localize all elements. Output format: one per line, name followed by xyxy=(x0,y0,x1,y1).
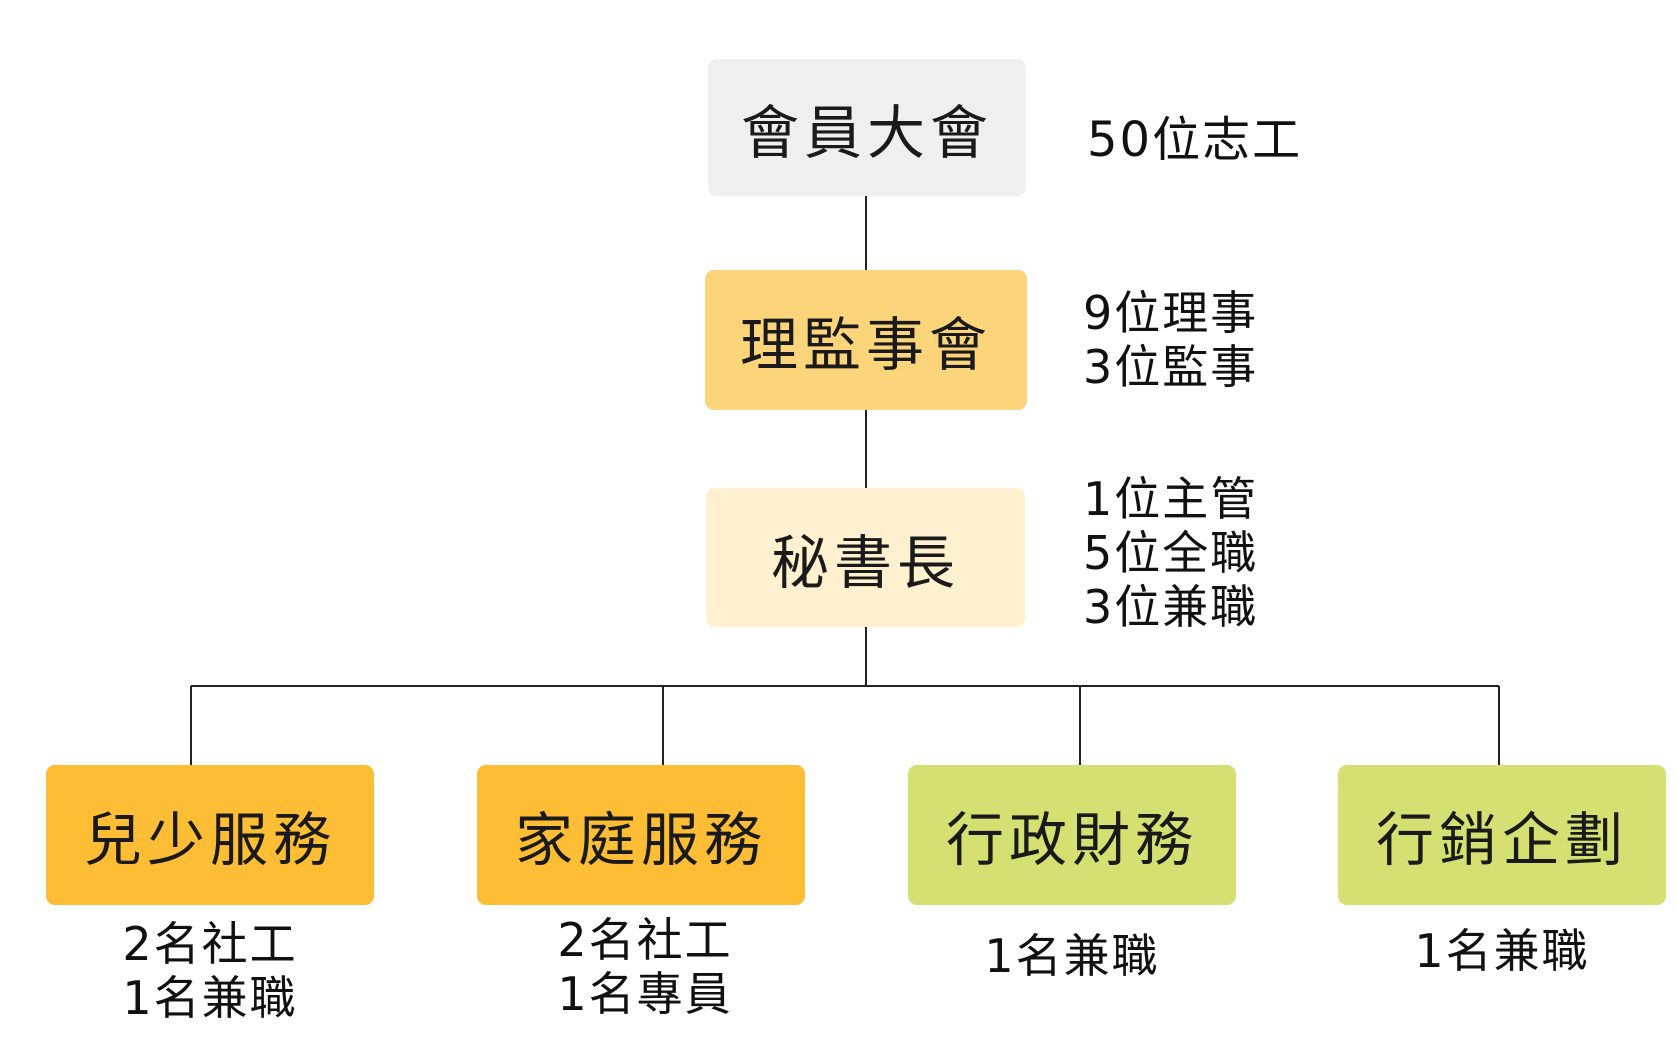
note-board: 9位理事 3位監事 xyxy=(1083,286,1258,394)
note-general-assembly: 50位志工 xyxy=(1087,113,1302,167)
node-dept-marketing: 行銷企劃 xyxy=(1338,765,1666,905)
node-board-label: 理監事會 xyxy=(739,311,992,379)
note-dept-child-youth: 2名社工 1名兼職 xyxy=(110,917,310,1025)
node-dept-label: 兒少服務 xyxy=(83,806,336,874)
node-dept-label: 行政財務 xyxy=(945,806,1198,874)
note-dept-marketing: 1名兼職 xyxy=(1402,924,1602,978)
note-line: 5位全職 xyxy=(1083,526,1259,580)
node-dept-family: 家庭服務 xyxy=(477,765,805,905)
note-line: 3位兼職 xyxy=(1083,580,1259,634)
node-dept-label: 行銷企劃 xyxy=(1375,806,1628,874)
node-secretary-general-label: 秘書長 xyxy=(770,528,960,597)
note-line: 1名專員 xyxy=(557,967,733,1021)
note-line: 2名社工 xyxy=(557,913,733,967)
note-dept-admin-finance: 1名兼職 xyxy=(972,929,1172,983)
note-line: 1位主管 xyxy=(1083,472,1259,526)
node-general-assembly-label: 會員大會 xyxy=(740,98,993,167)
note-line: 1名兼職 xyxy=(984,929,1160,983)
note-line: 3位監事 xyxy=(1083,340,1259,394)
node-general-assembly: 會員大會 xyxy=(708,59,1026,196)
note-line: 1名兼職 xyxy=(122,971,298,1025)
node-dept-admin-finance: 行政財務 xyxy=(908,765,1236,905)
node-board: 理監事會 xyxy=(705,270,1027,410)
note-line: 1名兼職 xyxy=(1414,924,1590,978)
note-line: 2名社工 xyxy=(122,917,298,971)
node-dept-label: 家庭服務 xyxy=(514,806,767,874)
note-dept-family: 2名社工 1名專員 xyxy=(545,913,745,1021)
note-secretary-general: 1位主管 5位全職 3位兼職 xyxy=(1083,472,1258,634)
node-secretary-general: 秘書長 xyxy=(706,488,1025,627)
note-line: 9位理事 xyxy=(1083,286,1259,340)
note-line: 50位志工 xyxy=(1087,112,1303,168)
node-dept-child-youth: 兒少服務 xyxy=(46,765,374,905)
